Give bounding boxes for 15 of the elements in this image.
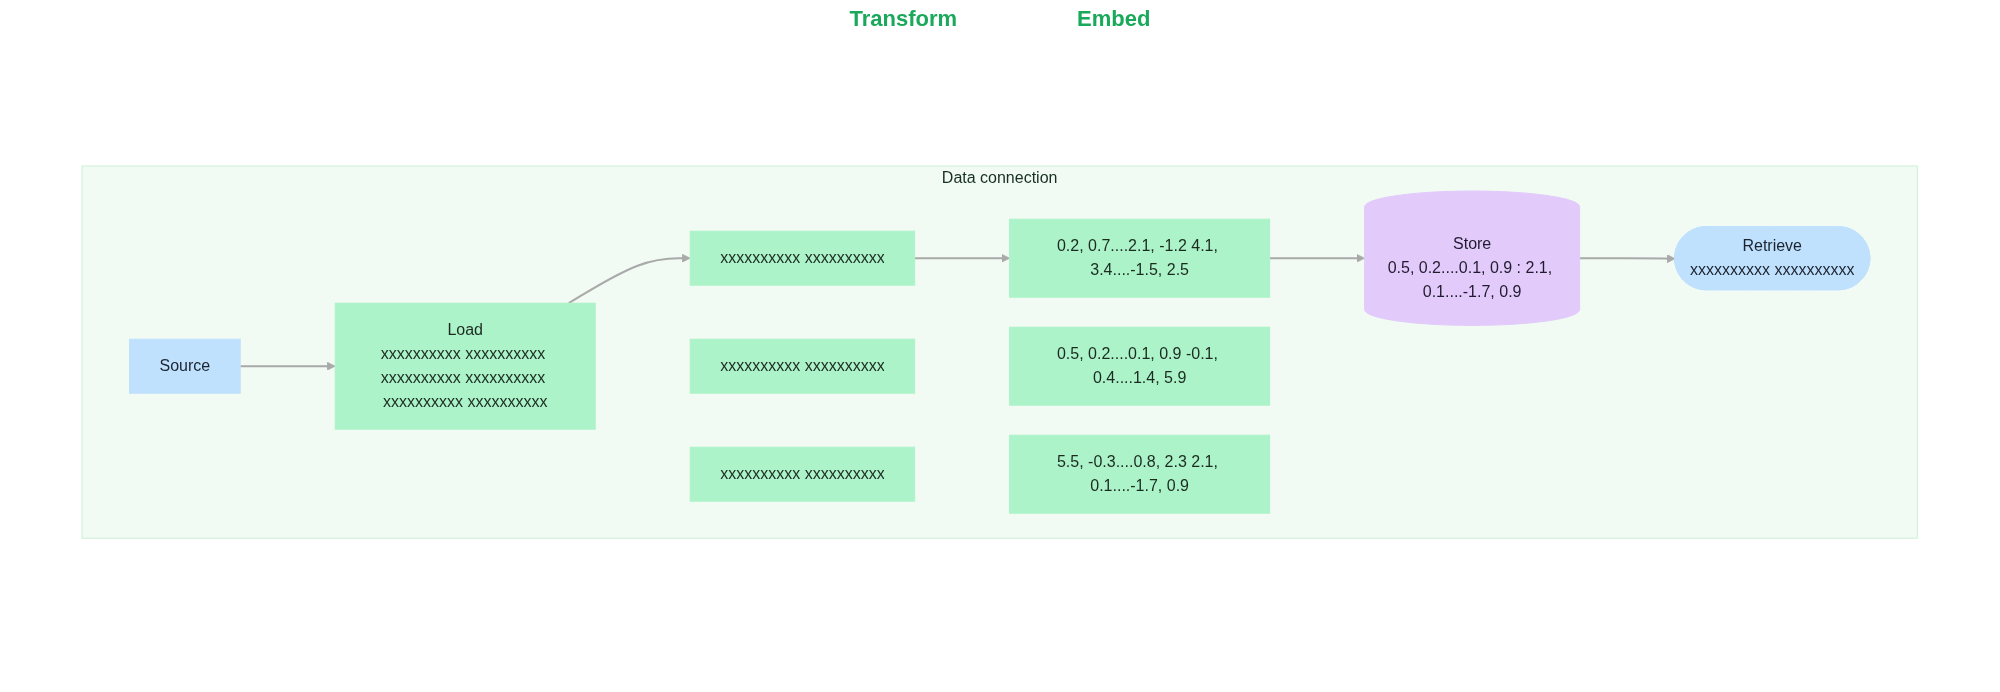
node-box: Source — [129, 338, 242, 394]
arrow — [568, 253, 691, 305]
node-box: 0.5, 0.2....0.1, 0.9 -0.1, 0.4....1.4, 5.9 — [1009, 326, 1271, 406]
arrow — [1579, 254, 1676, 263]
node-box: 5.5, -0.3....0.8, 2.3 2.1, 0.1....-1.7, 0.9 — [1009, 434, 1271, 514]
column-heading: Embed — [1077, 6, 1151, 32]
arrow — [914, 253, 1011, 263]
arrow — [239, 361, 336, 371]
node-box: 0.2, 0.7....2.1, -1.2 4.1, 3.4....-1.5, 2.5 — [1009, 218, 1271, 298]
node-box: xxxxxxxxxx xxxxxxxxxx — [690, 230, 916, 286]
node-box: xxxxxxxxxx xxxxxxxxxx — [690, 338, 916, 394]
node-box: Load xxxxxxxxxx xxxxxxxxxx xxxxxxxxxx xxxxxxxxxx xxxxxxxxxx xxxxxxxxxx — [335, 302, 597, 430]
column-heading: Transform — [849, 6, 958, 32]
node-box: xxxxxxxxxx xxxxxxxxxx — [690, 446, 916, 502]
arrow — [1269, 253, 1366, 263]
